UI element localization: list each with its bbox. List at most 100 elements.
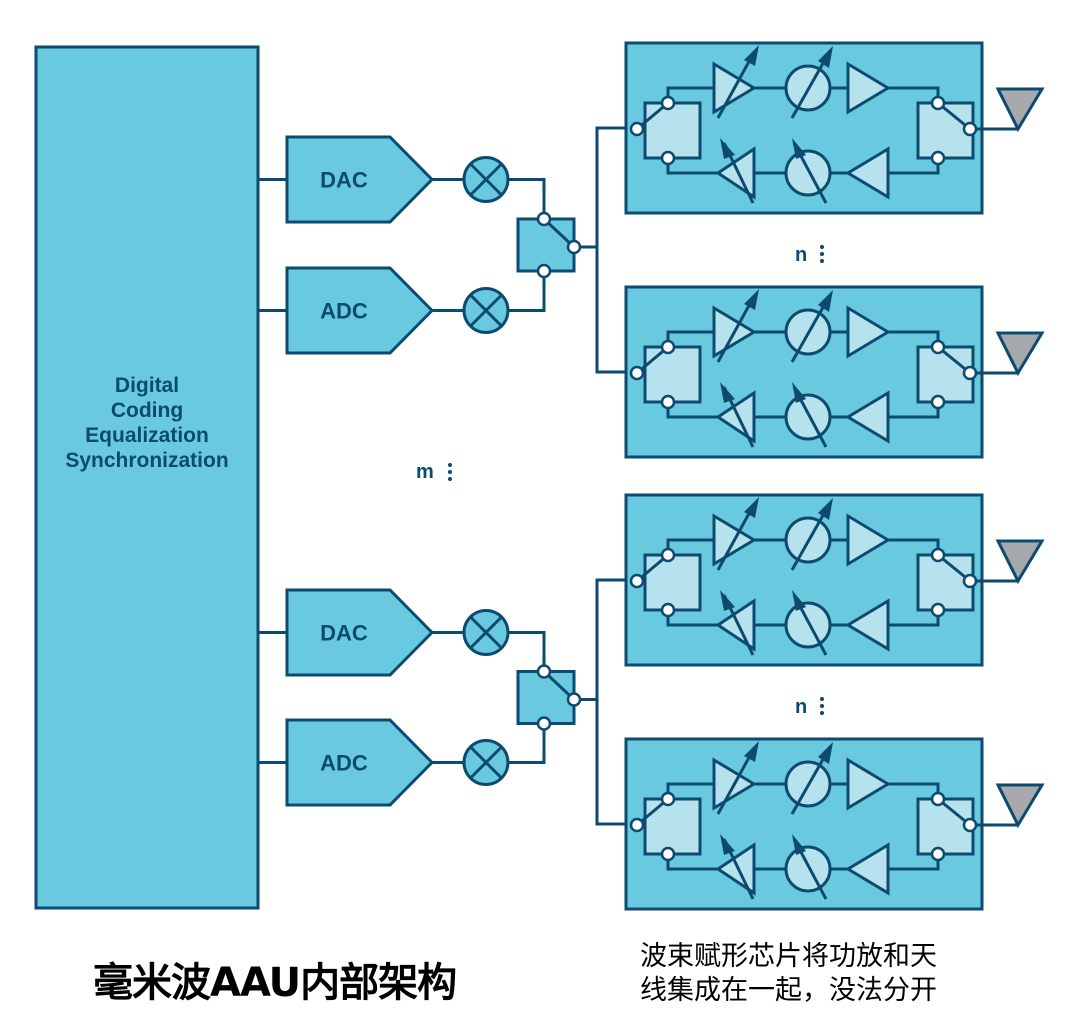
beamformer-chip-3 — [624, 493, 1045, 667]
mixer-icon — [462, 739, 510, 786]
dac-label: DAC — [320, 621, 368, 646]
switch-terminal — [930, 846, 946, 862]
tr-switch-icon — [636, 101, 702, 160]
switch-terminal — [930, 602, 946, 618]
beamformer-chip-1 — [624, 41, 1045, 215]
n-multiplier-label-bottom: n — [795, 696, 807, 718]
digital-processing-block — [34, 45, 260, 910]
switch-terminal — [962, 817, 978, 833]
switch-terminal — [930, 791, 946, 807]
switch-terminal — [536, 211, 552, 227]
phase-shifter-icon — [784, 590, 832, 656]
digital-block-line-3: Equalization — [85, 424, 209, 447]
caption-note: 波束赋形芯片将功放和天 线集成在一起，没法分开 — [640, 940, 937, 1008]
switch-terminal — [930, 547, 946, 563]
converter-group-1: DAC ADC — [258, 126, 626, 374]
variable-gain-amplifier-icon — [712, 289, 759, 363]
switch-terminal — [930, 150, 946, 166]
tr-switch-icon — [516, 211, 582, 279]
variable-gain-amplifier-icon — [712, 741, 759, 815]
amplifier-icon — [846, 305, 891, 359]
dac-label: DAC — [320, 168, 368, 193]
switch-terminal — [930, 394, 946, 410]
digital-block-line-2: Coding — [111, 399, 183, 422]
switch-terminal — [566, 692, 582, 707]
amplifier-icon — [845, 842, 890, 896]
variable-gain-amplifier-icon — [715, 834, 756, 900]
variable-gain-amplifier-icon — [715, 382, 756, 448]
chip-feed-bus — [595, 126, 626, 374]
phase-shifter-icon — [784, 290, 833, 363]
switch-terminal — [660, 791, 676, 807]
antenna-icon — [976, 539, 1045, 585]
switch-terminal — [536, 263, 552, 279]
m-multiplier-label: m — [416, 461, 434, 483]
switch-terminal — [629, 121, 645, 137]
mixer-icon — [462, 609, 510, 656]
caption-note-line-1: 波束赋形芯片将功放和天 — [640, 941, 937, 972]
chip-feed-bus — [595, 578, 626, 826]
amplifier-icon — [845, 146, 890, 200]
variable-gain-amplifier-icon — [715, 138, 756, 204]
tr-switch-icon — [636, 345, 702, 404]
beamformer-chip-4 — [624, 737, 1045, 911]
aau-architecture-diagram: Digital Coding Equalization Synchronizat… — [34, 41, 1045, 911]
switch-terminal — [930, 339, 946, 355]
switch-terminal — [566, 239, 582, 255]
adc-block — [285, 266, 435, 355]
switch-terminal — [660, 95, 676, 111]
variable-gain-amplifier-icon — [712, 497, 759, 571]
mixer-icon — [462, 287, 510, 334]
mixer-icon — [462, 156, 510, 203]
switch-terminal — [962, 121, 978, 137]
converter-group-2: DAC ADC — [258, 578, 626, 826]
digital-block-line-4: Synchronization — [65, 449, 228, 472]
amplifier-icon — [846, 61, 891, 115]
tr-switch-icon — [516, 664, 582, 731]
caption-note-line-2: 线集成在一起，没法分开 — [640, 975, 937, 1006]
switch-terminal — [660, 547, 676, 563]
switch-terminal — [660, 339, 676, 355]
antenna-icon — [976, 783, 1045, 829]
tr-switch-icon — [636, 553, 702, 612]
switch-terminal — [629, 365, 645, 381]
phase-shifter-icon — [784, 46, 833, 119]
dac-block — [285, 135, 435, 224]
mixer-to-switch-wire-tx — [508, 631, 546, 672]
phase-shifter-icon — [784, 742, 833, 815]
adc-label: ADC — [320, 751, 368, 776]
amplifier-icon — [846, 513, 891, 567]
switch-terminal — [660, 394, 676, 410]
digital-block-line-1: Digital — [115, 374, 179, 397]
switch-terminal — [660, 150, 676, 166]
antenna-icon — [976, 331, 1045, 377]
adc-block — [285, 718, 435, 807]
phase-shifter-icon — [784, 138, 832, 204]
mixer-to-switch-wire-rx — [508, 723, 546, 764]
m-ellipsis-icon — [448, 463, 452, 481]
phase-shifter-icon — [784, 834, 832, 900]
mixer-to-switch-wire-rx — [508, 271, 546, 312]
switch-terminal — [660, 602, 676, 618]
phase-shifter-icon — [784, 498, 833, 571]
amplifier-icon — [845, 390, 890, 444]
beamformer-chip-2 — [624, 285, 1045, 459]
adc-label: ADC — [320, 299, 368, 324]
variable-gain-amplifier-icon — [712, 45, 759, 119]
switch-terminal — [629, 817, 645, 833]
switch-terminal — [962, 573, 978, 589]
n-multiplier-label-top: n — [795, 244, 807, 266]
variable-gain-amplifier-icon — [715, 590, 756, 656]
n-ellipsis-icon-bottom — [820, 697, 824, 715]
switch-terminal — [536, 664, 552, 679]
antenna-icon — [976, 87, 1045, 133]
amplifier-icon — [846, 757, 891, 811]
tr-switch-icon — [636, 797, 702, 856]
mixer-to-switch-wire-tx — [508, 178, 546, 219]
switch-terminal — [930, 95, 946, 111]
switch-terminal — [962, 365, 978, 381]
switch-terminal — [629, 573, 645, 589]
switch-terminal — [660, 846, 676, 862]
n-ellipsis-icon-top — [820, 245, 824, 263]
amplifier-icon — [845, 598, 890, 652]
